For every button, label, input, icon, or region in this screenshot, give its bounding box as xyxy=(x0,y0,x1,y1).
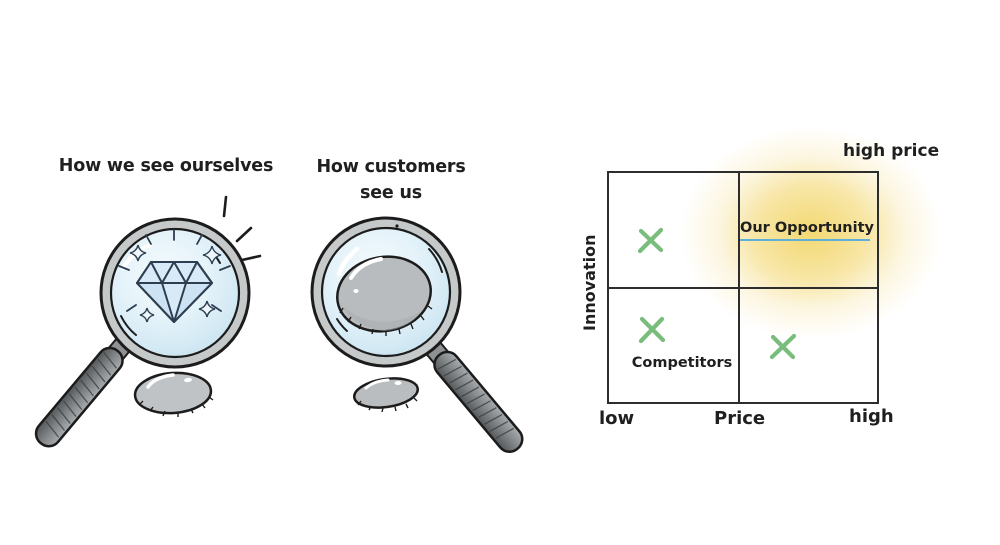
lens-shade-line xyxy=(120,315,137,336)
x-mark-top-left xyxy=(637,227,664,254)
lens-shade-line xyxy=(428,248,443,273)
sparkle-icons xyxy=(129,244,222,323)
diamond-ray-dashes xyxy=(118,229,231,312)
price-high-label: high xyxy=(849,406,894,427)
lens-shade-line xyxy=(336,318,348,332)
price-low-label: low xyxy=(599,408,635,429)
pebble-icon xyxy=(133,371,214,417)
opportunity-glow xyxy=(662,112,960,354)
magnifier-handle xyxy=(423,338,524,453)
price-axis-label: Price xyxy=(714,408,766,429)
magnifier-blob-illustration xyxy=(310,216,524,453)
magnifier-diamond-illustration xyxy=(34,195,262,448)
diamond-icon xyxy=(136,261,213,323)
opportunity-label: Our Opportunity xyxy=(740,220,874,241)
matrix-horizontal-divider xyxy=(609,287,877,289)
magnifier-handle xyxy=(34,334,134,448)
price-innovation-matrix xyxy=(607,171,879,404)
blob-icon xyxy=(336,255,433,336)
competitors-label: Competitors xyxy=(631,355,733,371)
customers-view-caption: How customers see us xyxy=(316,157,466,203)
innovation-axis-label: Innovation xyxy=(580,234,599,331)
lens-highlight xyxy=(336,246,360,277)
lens-dot xyxy=(395,224,399,228)
pebble-icon xyxy=(353,377,419,413)
shine-dashes xyxy=(222,195,262,262)
x-mark-bottom-right xyxy=(769,333,797,360)
x-mark-bottom-left xyxy=(638,316,666,344)
self-view-caption: How we see ourselves xyxy=(58,156,274,176)
high-price-label: high price xyxy=(843,141,940,161)
